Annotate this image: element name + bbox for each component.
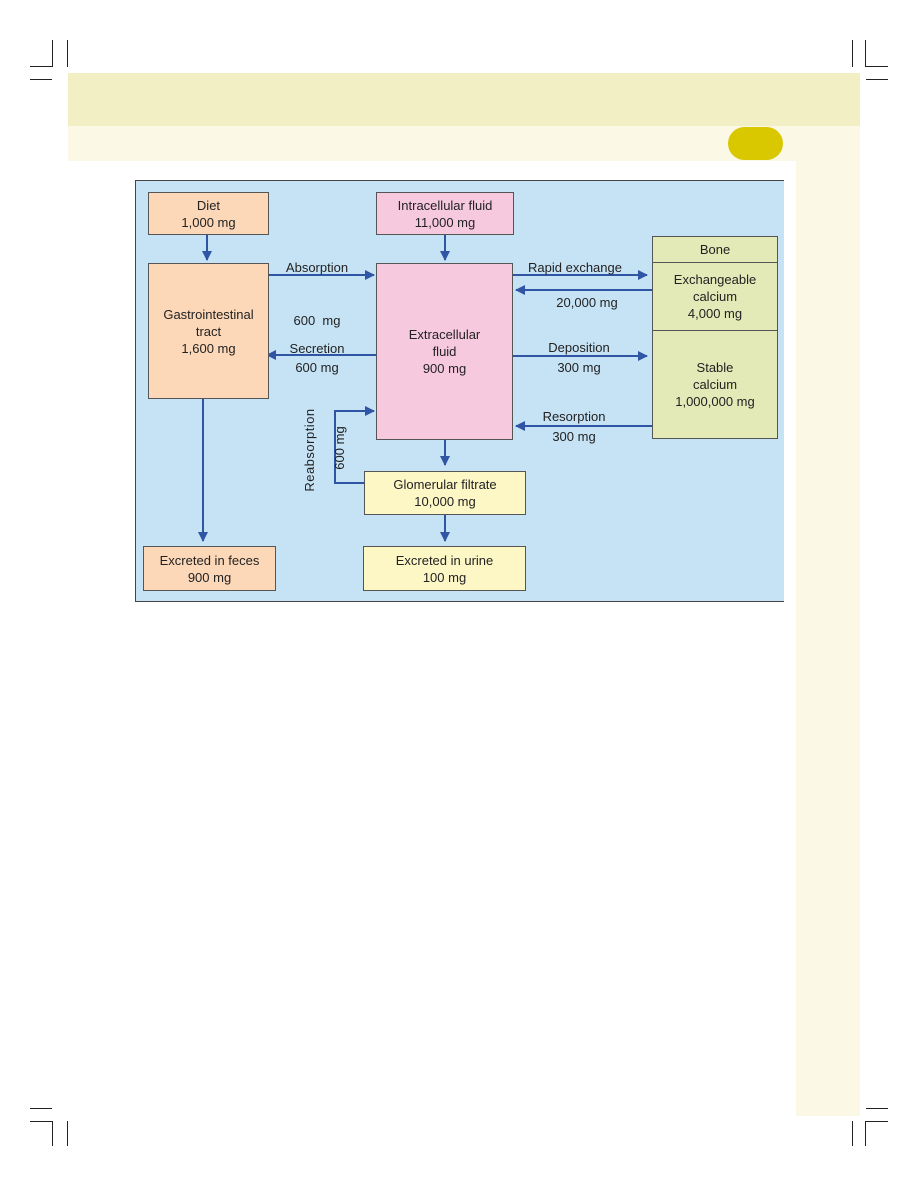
crop-mark: [52, 40, 53, 67]
glomerular-amount: 10,000 mg: [414, 494, 476, 509]
absorption-amount-label: 600 mg: [272, 278, 362, 346]
gi-amount: 1,600 mg: [181, 340, 236, 356]
intracellular-title: Intracellular fluid: [397, 197, 493, 213]
absorption-amount: 600 mg: [293, 313, 341, 328]
rapid-exchange-text: Rapid exchange: [528, 260, 622, 275]
ecf-amount: 900 mg: [422, 361, 467, 376]
bone-header: Bone: [653, 237, 777, 263]
exchangeable-line1: Exchangeable: [673, 272, 757, 287]
ecf-title-line2: fluid: [432, 344, 457, 359]
crop-mark: [852, 40, 853, 67]
diet-title: Diet: [196, 197, 221, 213]
secretion-text: Secretion: [289, 341, 345, 356]
rapid-return-label: 20,000 mg: [545, 294, 629, 311]
exchangeable-calcium-cell: Exchangeable calcium 4,000 mg: [653, 263, 777, 331]
crop-mark: [866, 66, 888, 67]
crop-mark: [52, 1121, 53, 1146]
reabsorption-amount-label: 600 mg: [332, 426, 347, 470]
crop-mark: [866, 1121, 888, 1122]
resorption-label: Resorption: [530, 408, 618, 425]
glomerular-title: Glomerular filtrate: [393, 477, 497, 492]
bone-header-text: Bone: [699, 242, 731, 257]
gi-title-line1: Gastrointestinal: [163, 306, 254, 322]
feces-title: Excreted in feces: [159, 552, 260, 568]
secretion-amount: 600 mg: [295, 360, 339, 375]
resorption-amount: 300 mg: [552, 429, 596, 444]
intracellular-amount: 11,000 mg: [414, 214, 476, 230]
ecf-title-line1: Extracellular: [408, 327, 481, 342]
arrow-reabsorption: [334, 406, 375, 484]
crop-mark: [67, 1121, 68, 1146]
crop-mark: [866, 1108, 888, 1109]
secretion-label: Secretion: [272, 340, 362, 357]
deposition-label: Deposition: [535, 339, 623, 356]
crop-mark: [865, 1121, 866, 1146]
crop-mark: [30, 66, 52, 67]
deposition-text: Deposition: [548, 340, 610, 355]
crop-mark: [866, 79, 888, 80]
bone-group: Bone Exchangeable calcium 4,000 mg Stable c…: [652, 236, 778, 439]
feces-amount: 900 mg: [187, 569, 232, 585]
diet-amount: 1,000 mg: [181, 214, 236, 230]
urine-amount: 100 mg: [422, 569, 467, 585]
resorption-text: Resorption: [542, 409, 606, 424]
stable-line1: Stable: [696, 360, 734, 375]
header-band: [68, 73, 860, 126]
stable-amount: 1,000,000 mg: [675, 394, 755, 409]
crop-mark: [30, 1108, 52, 1109]
gi-title-line2: tract: [195, 323, 222, 339]
absorption-label: Absorption: [272, 259, 362, 276]
stable-calcium-cell: Stable calcium 1,000,000 mg: [653, 331, 777, 438]
stable-line2: calcium: [692, 377, 738, 392]
rapid-return-amount: 20,000 mg: [556, 295, 618, 310]
reabsorption-label: Reabsorption: [302, 408, 317, 492]
urine-title: Excreted in urine: [395, 552, 494, 568]
glomerular-filtrate-box: Glomerular filtrate 10,000 mg: [364, 471, 526, 515]
crop-mark: [30, 79, 52, 80]
crop-mark: [67, 40, 68, 67]
rapid-exchange-label: Rapid exchange: [518, 259, 632, 276]
exchangeable-line2: calcium: [692, 289, 738, 304]
deposition-amount-label: 300 mg: [535, 359, 623, 376]
resorption-amount-label: 300 mg: [530, 428, 618, 445]
page-number-badge: [728, 127, 783, 160]
crop-mark: [30, 1121, 52, 1122]
deposition-amount: 300 mg: [557, 360, 601, 375]
side-band: [796, 161, 860, 1116]
crop-mark: [852, 1121, 853, 1146]
secretion-amount-label: 600 mg: [272, 359, 362, 376]
exchangeable-amount: 4,000 mg: [687, 306, 743, 321]
crop-mark: [865, 40, 866, 67]
extracellular-fluid-box: Extracellular fluid 900 mg: [376, 263, 513, 440]
absorption-text: Absorption: [285, 260, 349, 275]
